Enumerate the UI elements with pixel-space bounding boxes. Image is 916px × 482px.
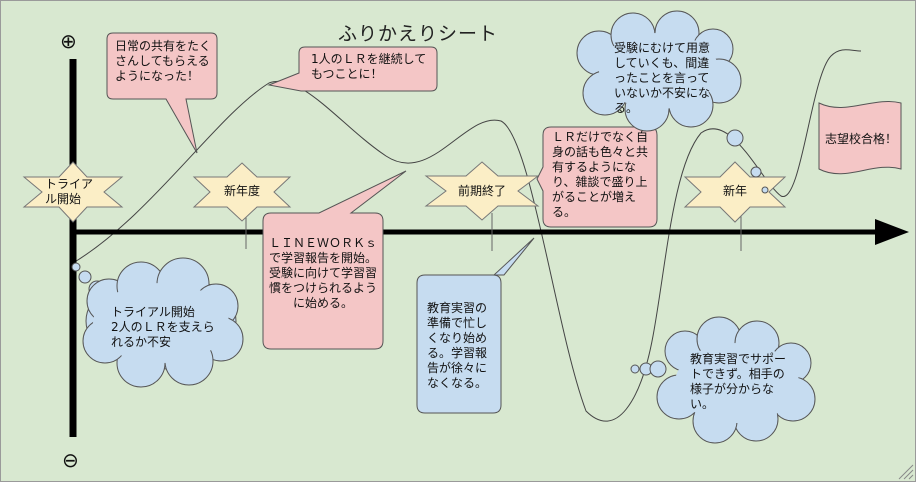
thought-no-support-text: 教育実習でサポートできず。相手の様子が分からない。 <box>690 352 787 411</box>
callout-lr-only-text: ＬＲだけでなく自身の話も色々と共有するようになり、雑談で盛り上がることが増える。 <box>552 130 649 219</box>
thought-exam-worry-text: 受験にむけて用意していくも、間違ったことを言っていないか不安になる。 <box>614 41 711 115</box>
horizontal-axis-arrowhead <box>875 219 909 245</box>
callout-share-shape <box>106 32 218 154</box>
star-new-year <box>683 161 787 223</box>
thought-cloud-trial <box>71 257 244 388</box>
callout-lineworks-text: ＬＩＮＥＷＯＲＫｓで学習報告を開始。受験に向けて学習習慣をつけられるように始める… <box>269 236 378 310</box>
minus-icon: ⊖ <box>62 448 79 472</box>
callout-share-text: 日常の共有をたくさんしてもらえるようになった！ <box>115 39 212 83</box>
callout-lineworks-shape <box>262 170 407 350</box>
thought-cloud-no-support <box>630 316 816 444</box>
callout-practicum-shape <box>416 237 535 414</box>
sheet-title: ふりかえりシート <box>338 23 499 45</box>
thought-trial-text: トライアル開始 2人のＬＲを支えられるか不安 <box>111 305 215 349</box>
callout-lr-only-shape <box>536 126 658 228</box>
milestone-label-new-fiscal-year: 新年度 <box>223 184 260 198</box>
goal-flag-shape <box>818 101 902 175</box>
milestone-label-new-year: 新年 <box>722 184 747 198</box>
plus-icon: ⊕ <box>60 29 77 53</box>
star-new-fiscal-year <box>192 162 292 222</box>
thought-cloud-exam-worry <box>576 10 769 194</box>
callout-continue-lr-text: 1人のＬＲを継続してもつことに！ <box>311 52 427 81</box>
goal-flag-text: 志望校合格！ <box>825 132 898 146</box>
star-trial-start <box>22 161 124 223</box>
resize-grip-icon[interactable] <box>898 464 914 480</box>
milestone-label-first-term-end: 前期終了 <box>457 184 506 198</box>
callout-continue-lr-shape <box>267 46 438 92</box>
callout-practicum-text: 教育実習の準備で忙しくなり始める。学習報告が徐々になくなる。 <box>427 301 488 390</box>
milestone-label-trial-start: トライアル開始 <box>45 177 94 206</box>
